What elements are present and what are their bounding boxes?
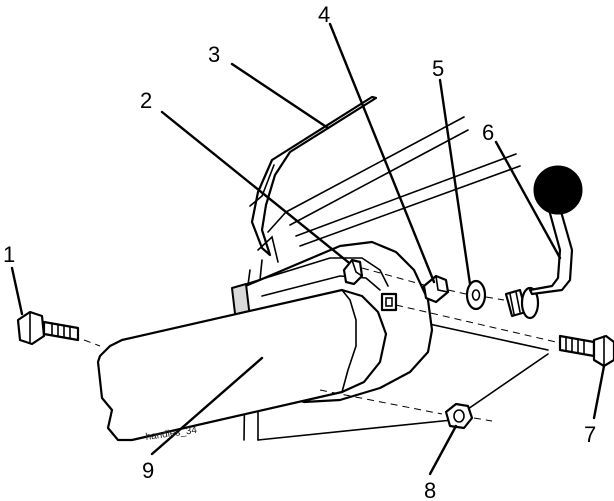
callout-4: 4 bbox=[318, 2, 330, 27]
bracket-slot-upper bbox=[382, 294, 396, 310]
leader-8 bbox=[430, 426, 456, 474]
callout-7: 7 bbox=[584, 422, 596, 447]
leader-lines bbox=[12, 24, 604, 474]
callout-5: 5 bbox=[432, 56, 444, 81]
leader-4 bbox=[330, 24, 434, 282]
knob-lever bbox=[506, 166, 582, 318]
callout-labels: 1 2 3 4 5 6 7 8 9 bbox=[3, 2, 596, 501]
washer bbox=[467, 281, 485, 309]
leader-3 bbox=[232, 64, 328, 128]
callout-8: 8 bbox=[424, 478, 436, 501]
leader-7 bbox=[594, 366, 604, 418]
callout-6: 6 bbox=[482, 120, 494, 145]
hex-nut bbox=[446, 404, 472, 428]
leader-2 bbox=[162, 112, 348, 262]
callout-9: 9 bbox=[142, 458, 154, 483]
hex-bolt-left bbox=[18, 312, 78, 344]
key bbox=[424, 276, 448, 302]
callout-1: 1 bbox=[3, 242, 15, 267]
callout-2: 2 bbox=[140, 88, 152, 113]
hex-bolt-right bbox=[560, 336, 614, 366]
callout-3: 3 bbox=[208, 42, 220, 67]
leader-5 bbox=[440, 80, 470, 284]
leader-1 bbox=[12, 268, 22, 314]
knob-ball bbox=[534, 166, 582, 214]
